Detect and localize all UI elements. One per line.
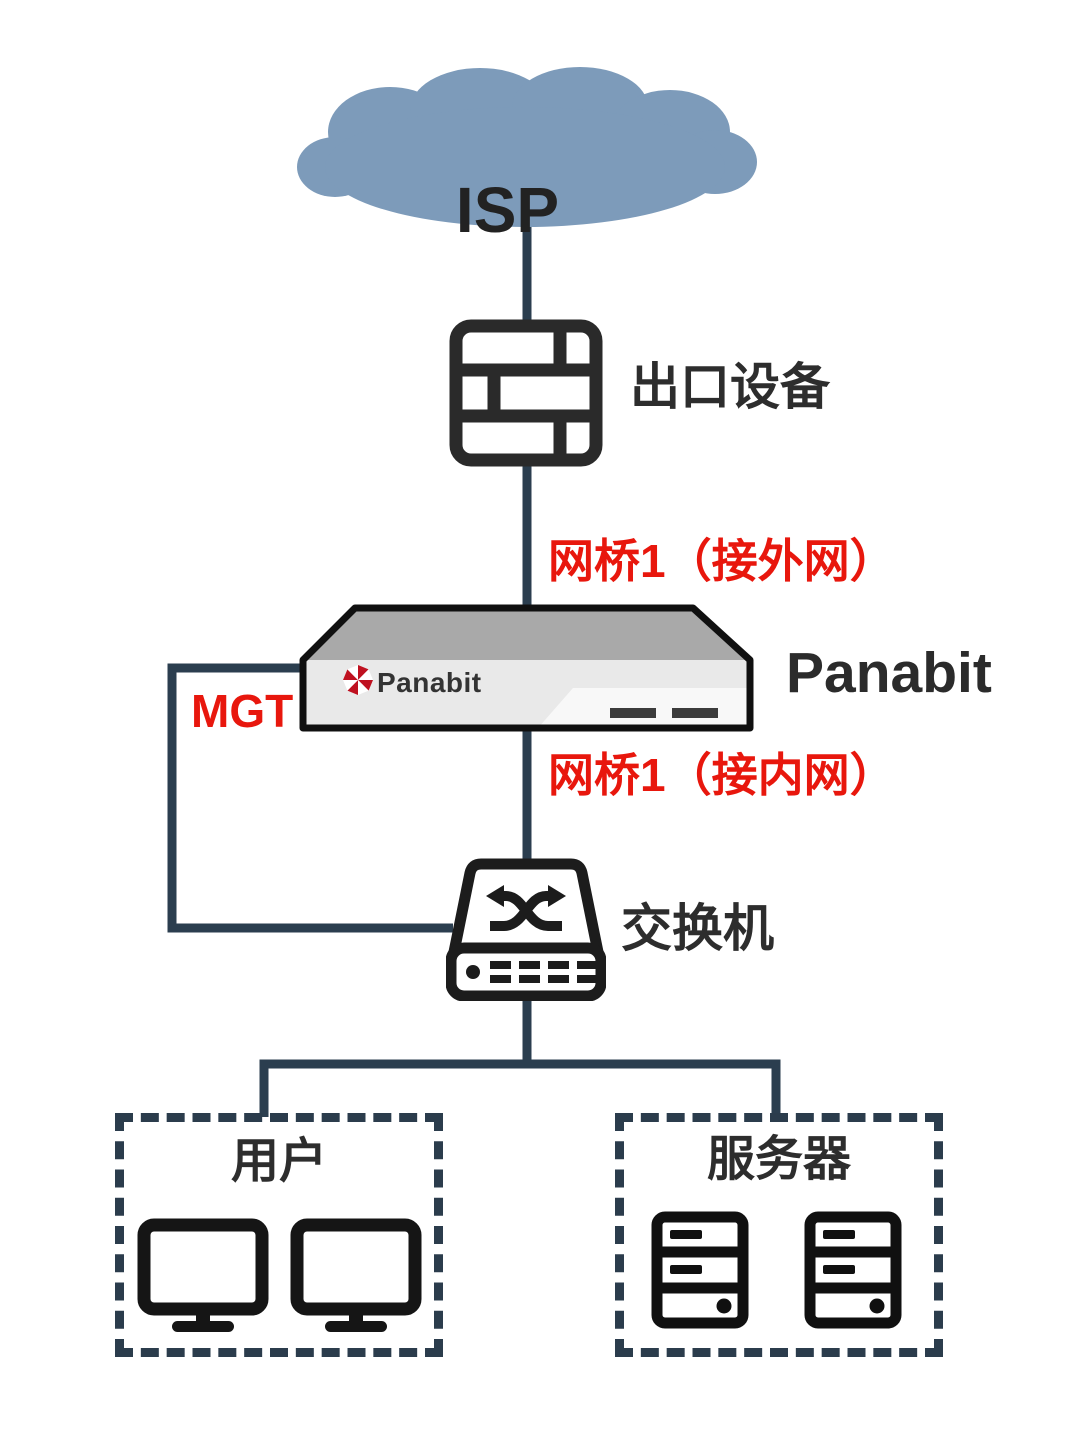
server-icon [651, 1211, 749, 1329]
isp-node: ISP [295, 62, 760, 242]
servers-label: 服务器 [706, 1133, 851, 1186]
users-label: 用户 [230, 1135, 327, 1188]
lan-bridge-label: 网桥1（接内网） [548, 749, 896, 801]
panabit-label: Panabit [786, 641, 992, 705]
panabit-pinwheel-logo [343, 665, 373, 695]
link-branch-users-servers [259, 1059, 781, 1117]
desktop-computer-icon [290, 1218, 422, 1332]
switch-icon [446, 858, 606, 1001]
desktop-computer-icon [137, 1218, 269, 1332]
shuffle-arrows-icon [486, 885, 566, 931]
panabit-appliance-icon [299, 604, 754, 732]
appliance-slot [672, 708, 718, 718]
servers-group-box: 服务器 [615, 1113, 943, 1357]
appliance-slot [610, 708, 656, 718]
switch-ports [466, 961, 598, 983]
appliance-logo-text: Panabit [377, 667, 482, 698]
isp-label: ISP [455, 174, 560, 246]
link-mgt [167, 663, 453, 933]
cloud-icon [297, 67, 757, 227]
appliance-top-face [303, 608, 750, 660]
server-icon [804, 1211, 902, 1329]
wan-bridge-label: 网桥1（接外网） [548, 535, 896, 587]
mgt-label: MGT [191, 685, 294, 737]
users-group-box: 用户 [115, 1113, 443, 1357]
egress-label: 出口设备 [630, 359, 830, 415]
firewall-icon [449, 319, 603, 467]
switch-label: 交换机 [621, 900, 775, 957]
